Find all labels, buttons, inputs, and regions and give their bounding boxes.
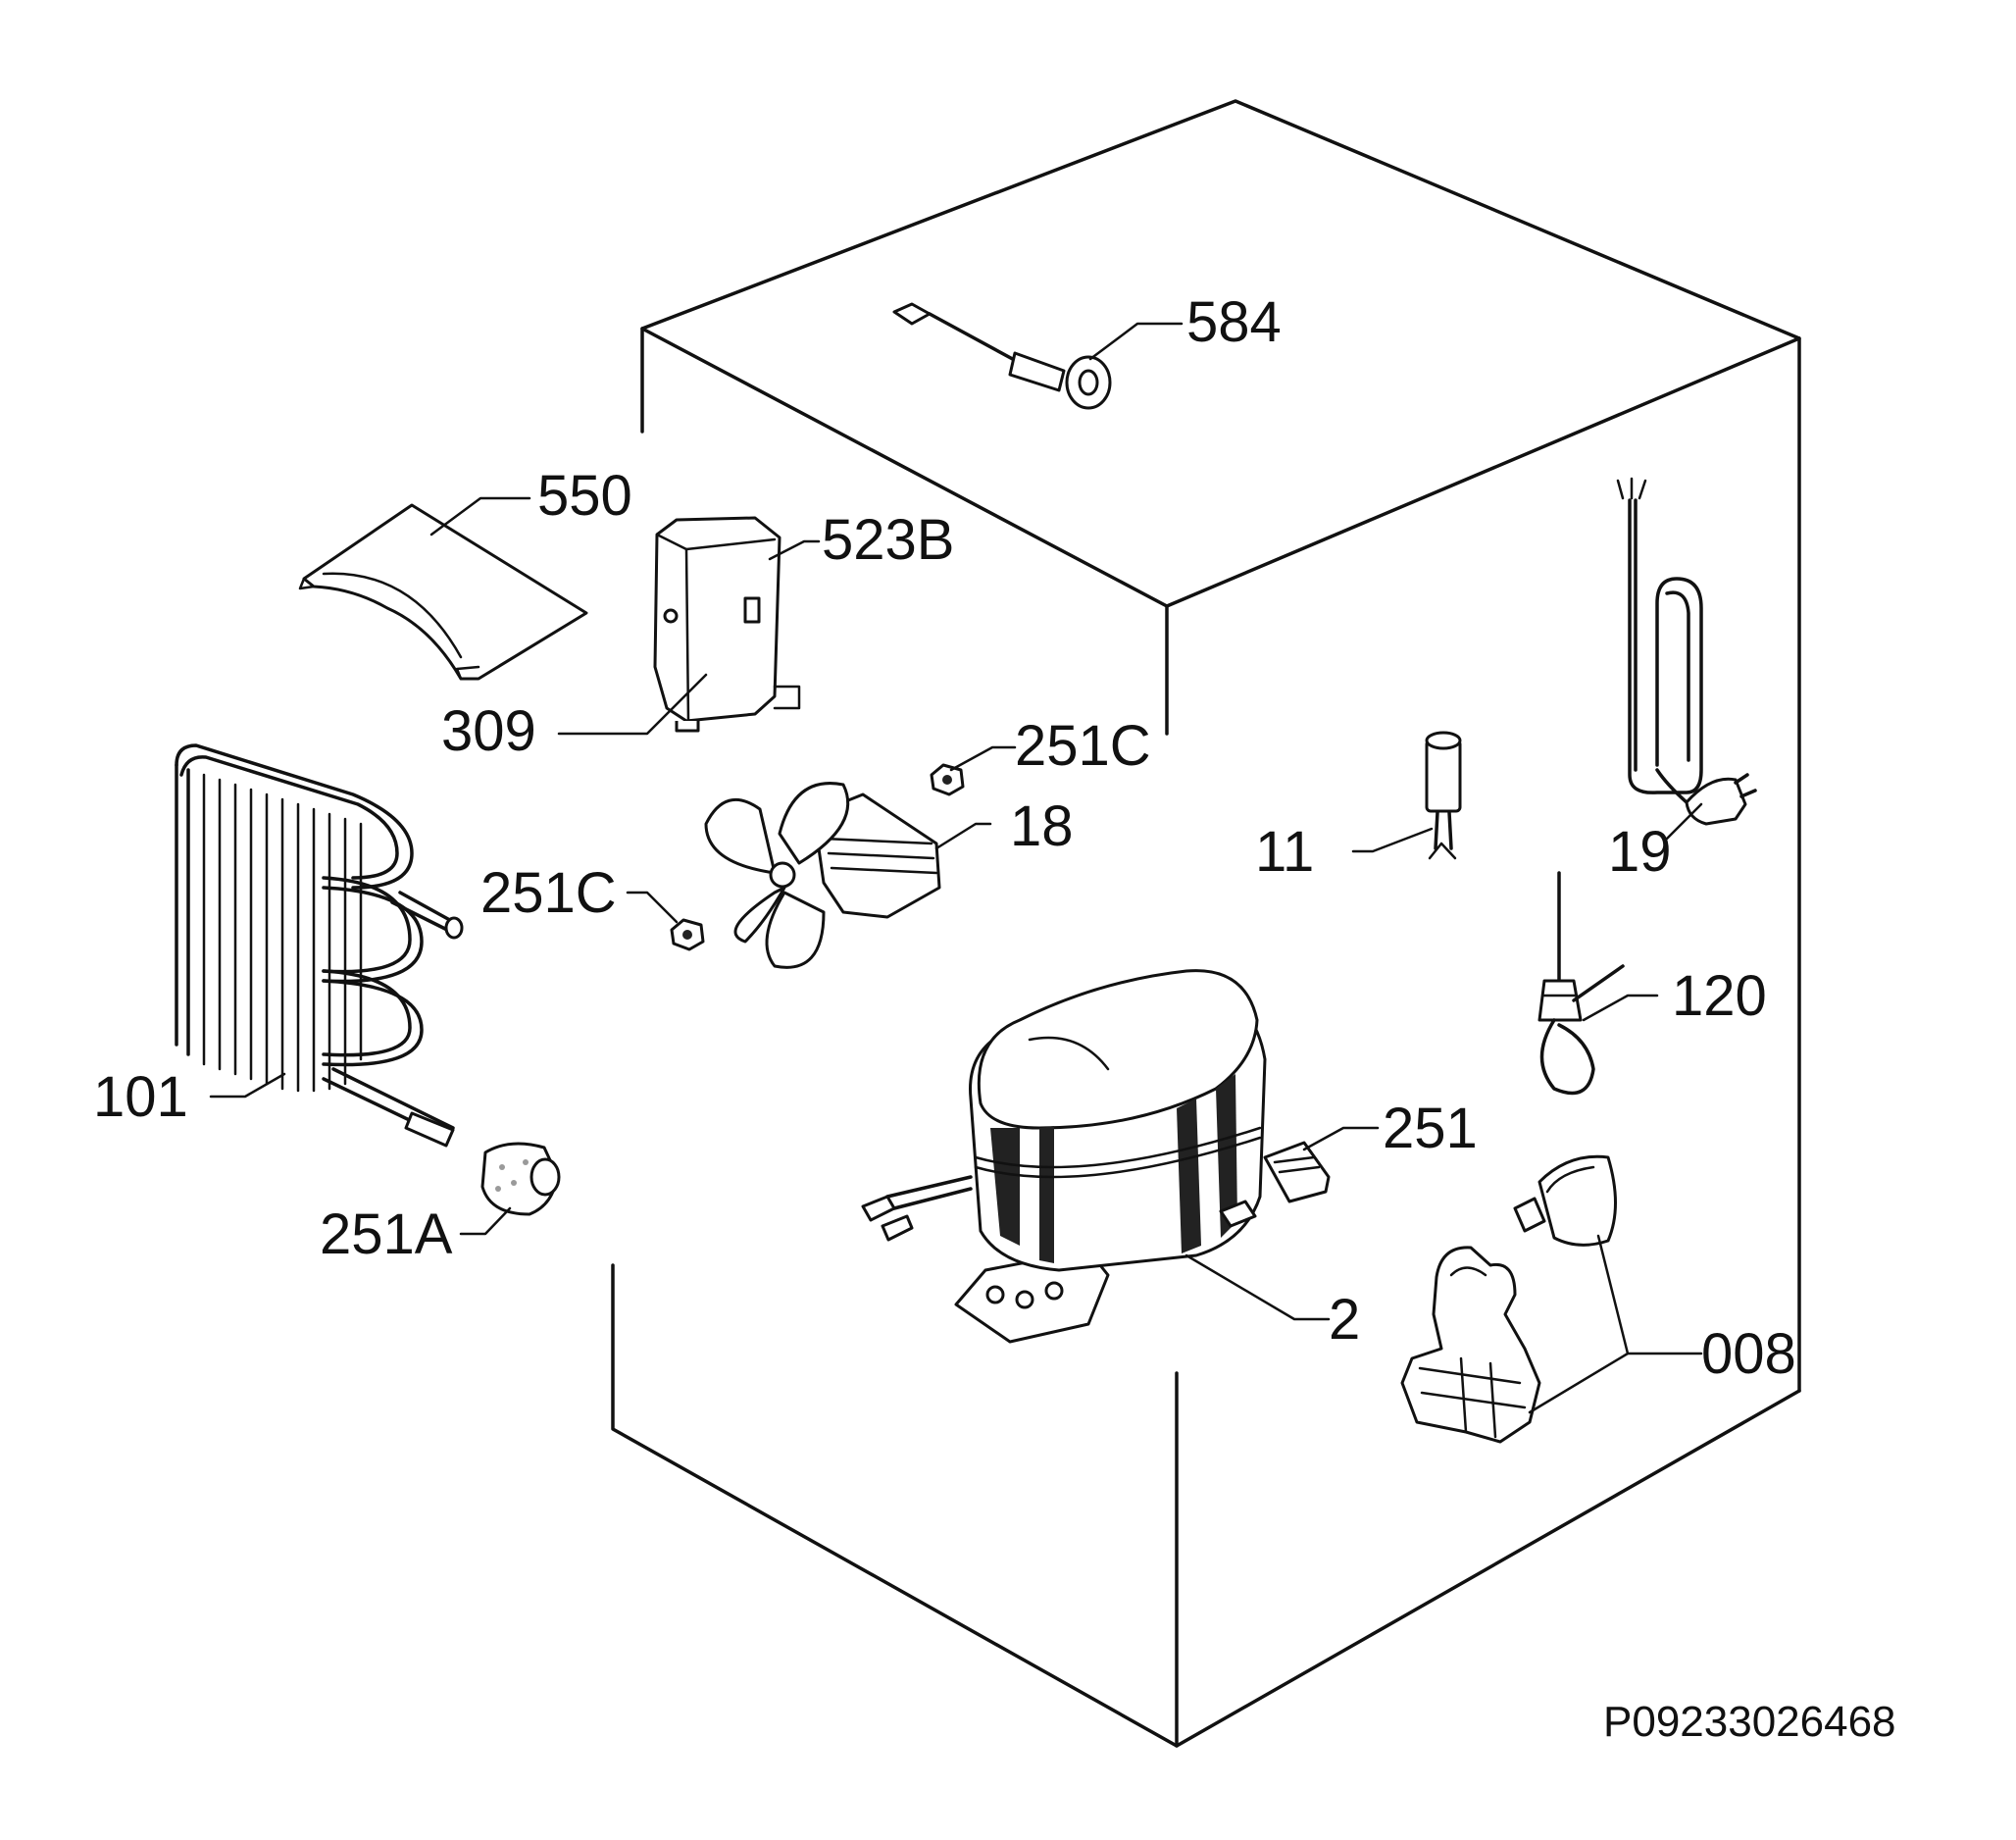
part-18-fan-motor <box>704 782 992 969</box>
part-251a-grommet <box>459 1142 561 1236</box>
label-11: 11 <box>1255 820 1314 884</box>
label-251a: 251A <box>320 1202 453 1266</box>
part-550-bracket <box>298 496 588 681</box>
cabinet-outline <box>611 99 1801 1748</box>
label-008: 008 <box>1701 1322 1796 1386</box>
label-309: 309 <box>441 699 536 763</box>
part-251c-nut-left <box>626 891 705 951</box>
label-2: 2 <box>1329 1288 1360 1352</box>
label-550: 550 <box>537 464 632 528</box>
reference-number: P09233026468 <box>1603 1698 1896 1746</box>
label-120: 120 <box>1672 964 1767 1028</box>
part-251c-nut-top <box>930 745 1017 796</box>
part-584-sensor-probe <box>892 302 1184 410</box>
part-251-clip <box>1263 1126 1380 1203</box>
part-2-compressor <box>861 969 1331 1344</box>
part-008-relay-overload <box>1400 1154 1703 1444</box>
label-19: 19 <box>1608 820 1672 884</box>
label-18: 18 <box>1010 794 1074 858</box>
label-523b: 523B <box>822 508 954 572</box>
label-251: 251 <box>1383 1097 1478 1160</box>
label-251c-left: 251C <box>480 861 617 925</box>
label-101: 101 <box>93 1065 188 1129</box>
label-584: 584 <box>1186 290 1282 354</box>
part-11-capacitor <box>1351 731 1462 860</box>
part-101-condenser <box>175 743 464 1148</box>
part-120-sensor <box>1537 871 1659 1096</box>
label-251c-top: 251C <box>1015 714 1151 778</box>
part-19-power-cord <box>1616 477 1757 841</box>
part-309-523b-relay-cover <box>557 516 821 736</box>
